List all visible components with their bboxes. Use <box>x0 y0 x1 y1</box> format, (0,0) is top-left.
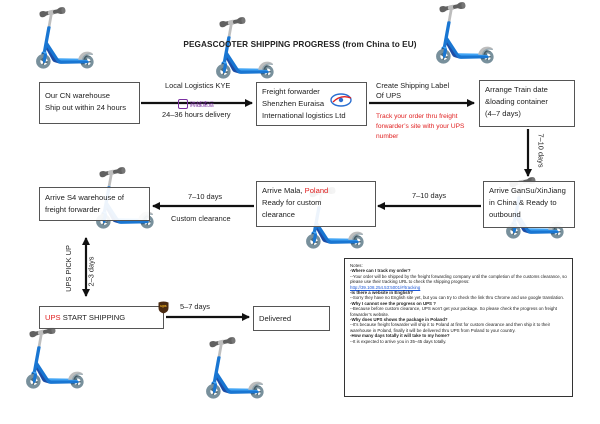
create-label-line1: Create Shipping Label <box>376 81 450 90</box>
train-line1: Arrange Train date <box>485 85 548 94</box>
box-gansu: Arrive GanSu/XinJiang in China & Ready t… <box>483 181 575 228</box>
box-s4: Arrive S4 warehouse of freight forwarder <box>39 187 150 221</box>
s4-line2: freight forwarder <box>45 205 101 214</box>
s4-line1: Arrive S4 warehouse of <box>45 193 124 202</box>
days-710-mala-label: 7–10 days <box>188 192 223 201</box>
days-23-label: 2–3 days <box>86 256 96 287</box>
mala-line3: clearance <box>262 210 295 219</box>
scooter-watermark-icon: 🛴 <box>210 16 280 79</box>
days-57-label: 5–7 days <box>180 302 210 311</box>
gansu-line3: outbound <box>489 210 521 219</box>
scooter-watermark-icon: 🛴 <box>30 6 100 69</box>
train-line2: &loading container <box>485 97 548 106</box>
box-ups-start: UPS START SHIPPING <box>39 306 164 329</box>
page-title: PEGASCOOTER SHIPPING PROGRESS (from Chin… <box>183 40 417 49</box>
freight-forwarder-line1: Freight forwarder <box>262 87 320 96</box>
kye-logo-icon: 跨越速运 <box>178 95 226 109</box>
freight-forwarder-line2: Shenzhen Euraisa <box>262 99 325 108</box>
ups-start-highlight: UPS <box>45 313 61 322</box>
notes-heading: Notes: <box>350 263 363 268</box>
note-answer-1: --Your order will be shipped by the frei… <box>350 273 567 285</box>
create-label-line2: Of UPS <box>376 91 402 100</box>
scooter-watermark-icon: 🛴 <box>20 326 90 389</box>
delivery-time-label: 24–36 hours delivery <box>162 110 231 119</box>
box-delivered: Delivered <box>253 306 330 331</box>
kye-logo-text: 跨越速运 <box>190 102 215 109</box>
ups-logo-icon: ups <box>158 301 169 314</box>
delivered-label: Delivered <box>259 314 292 323</box>
note-answer-4: --It’s because freight forwarder will sh… <box>350 322 551 333</box>
days-710-gansu-label: 7–10 days <box>412 191 447 200</box>
note-question-2: -Is there a website in English? <box>350 290 413 296</box>
local-logistics-label: Local Logistics KYE <box>165 81 231 90</box>
gansu-line2: in China & Ready to <box>489 198 557 207</box>
freight-forwarder-logo-icon <box>329 92 355 108</box>
mala-line2: Ready for custom <box>262 198 322 207</box>
train-line3: (4–7 days) <box>485 109 521 118</box>
track-note-line3: number <box>376 133 399 140</box>
gansu-line1: Arrive GanSu/XinJiang <box>489 186 566 195</box>
track-note-line1: Track your order thru freight <box>376 113 458 120</box>
note-question-3: -Why I cannot see the progress on UPS ? <box>350 300 436 306</box>
ups-logo-text: ups <box>160 304 167 308</box>
track-note-line2: forwarder’s site with your UPS <box>376 123 465 130</box>
note-question-5: -How many days totally it will take to m… <box>350 333 450 339</box>
mala-country-highlight: Poland <box>304 186 329 195</box>
scooter-watermark-icon: 🛴 <box>430 1 500 64</box>
note-answer-5: --It is expected to arrive you in 35–45 … <box>350 338 447 344</box>
ups-start-rest: START SHIPPING <box>60 313 126 322</box>
mala-line1-prefix: Arrive Mala, <box>262 186 305 195</box>
custom-clearance-label: Custom clearance <box>171 214 231 223</box>
mala-line1: Arrive Mala, Poland <box>262 185 370 197</box>
notes-panel: Notes: -Where can I track my order? --Yo… <box>344 258 573 397</box>
note-question-1: -Where can I track my order? <box>350 268 411 274</box>
freight-forwarder-line3: International logistics Ltd <box>262 111 346 120</box>
cn-warehouse-line2: Ship out within 24 hours <box>45 103 127 112</box>
note-answer-2: --Sorry they have no English site yet, b… <box>350 295 565 301</box>
box-mala: Arrive Mala, Poland Ready for custom cle… <box>256 181 376 227</box>
scooter-watermark-icon: 🛴 <box>200 336 270 399</box>
days-710-train-label: 7–10 days <box>536 133 546 168</box>
note-question-4: -Why does UPS shows the package in Polan… <box>350 317 448 323</box>
cn-warehouse-line1: Our CN warehouse <box>45 91 110 100</box>
note-answer-3: --Because before custom clearance, UPS w… <box>350 306 557 317</box>
ups-pick-up-label: UPS PICK UP <box>63 245 73 292</box>
tracking-link[interactable]: http://39.108.254.53:5001/#/tracking <box>350 284 421 290</box>
box-cn-warehouse: Our CN warehouse Ship out within 24 hour… <box>39 82 140 124</box>
box-train: Arrange Train date &loading container (4… <box>479 80 575 127</box>
